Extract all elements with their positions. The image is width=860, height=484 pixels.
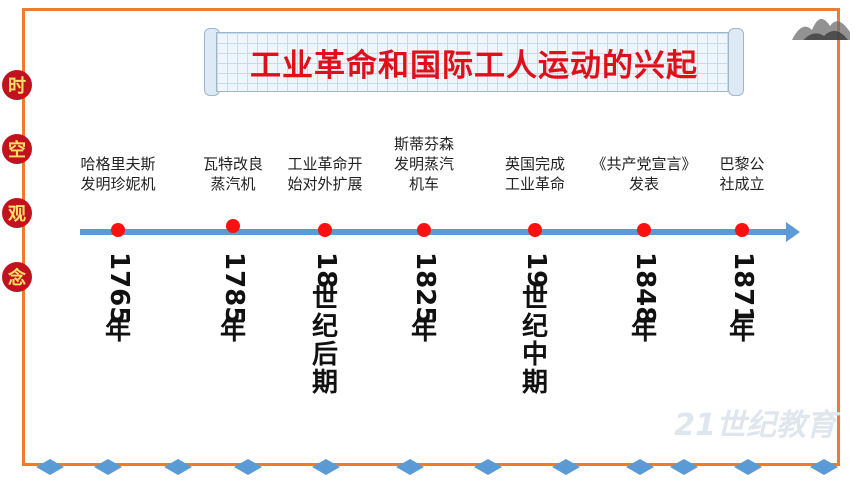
- event-date-char: 年: [105, 316, 132, 346]
- diamond-decoration: [94, 459, 122, 475]
- event-description-line: 《共产党宣言》: [591, 155, 697, 173]
- scroll-paper: [216, 32, 734, 92]
- event-description: 瓦特改良蒸汽机: [168, 154, 298, 194]
- event-date-number: 18: [311, 252, 341, 289]
- timeline-dot: [417, 223, 431, 237]
- event-description: 斯蒂芬森发明蒸汽机车: [359, 134, 489, 194]
- scroll-curl-right: [728, 28, 744, 96]
- event-description: 《共产党宣言》发表: [579, 154, 709, 194]
- event-description: 巴黎公社成立: [677, 154, 807, 194]
- diamond-decoration: [474, 459, 502, 475]
- event-description-line: 瓦特改良: [202, 155, 263, 173]
- timeline-dot: [637, 223, 651, 237]
- event-date-number: 1825: [410, 252, 440, 325]
- bottom-decoration: [22, 458, 840, 478]
- side-char: 时: [2, 70, 32, 100]
- diamond-decoration: [36, 459, 64, 475]
- event-date-char: 年: [411, 316, 438, 346]
- diamond-decoration: [810, 459, 838, 475]
- event-date-char: 期: [522, 368, 549, 398]
- event-date-char: 中: [522, 340, 549, 370]
- event-date-char: 后: [312, 340, 339, 370]
- event-date-char: 年: [631, 316, 658, 346]
- event-description-line: 英国完成: [504, 155, 565, 173]
- event-description-line: 社成立: [719, 175, 765, 193]
- event-description-line: 机车: [408, 175, 439, 193]
- side-char: 观: [2, 198, 32, 228]
- event-description-line: 发明珍妮机: [80, 175, 156, 193]
- event-date-char: 世: [522, 284, 549, 314]
- event-description: 英国完成工业革命: [470, 154, 600, 194]
- diamond-decoration: [626, 459, 654, 475]
- side-char: 空: [2, 134, 32, 164]
- event-description-line: 始对外扩展: [287, 175, 363, 193]
- event-date-number: 19: [521, 252, 551, 289]
- timeline-dot: [111, 223, 125, 237]
- event-date-char: 年: [729, 316, 756, 346]
- event-date-char: 期: [312, 368, 339, 398]
- event-description-line: 工业革命: [504, 175, 565, 193]
- event-description-line: 发表: [628, 175, 659, 193]
- timeline-dot: [528, 223, 542, 237]
- diamond-decoration: [396, 459, 424, 475]
- event-date-char: 纪: [522, 312, 549, 342]
- slide-frame: [22, 8, 840, 466]
- diamond-decoration: [164, 459, 192, 475]
- event-date-char: 年: [220, 316, 247, 346]
- watermark-logo: 21世纪教育: [674, 408, 836, 443]
- diamond-decoration: [734, 459, 762, 475]
- timeline-axis: [80, 229, 788, 235]
- diamond-decoration: [670, 459, 698, 475]
- timeline-arrow-icon: [786, 222, 800, 242]
- diamond-decoration: [312, 459, 340, 475]
- page-title: 工业革命和国际工人运动的兴起: [250, 48, 698, 84]
- event-description-line: 斯蒂芬森: [393, 135, 454, 153]
- event-description-line: 哈格里夫斯: [80, 155, 156, 173]
- event-date-number: 1765: [104, 252, 134, 325]
- event-description-line: 巴黎公: [719, 155, 765, 173]
- event-date-number: 1871: [728, 252, 758, 325]
- event-date-char: 世: [312, 284, 339, 314]
- title-scroll: 工业革命和国际工人运动的兴起: [204, 28, 744, 96]
- diamond-decoration: [552, 459, 580, 475]
- timeline-dot: [735, 223, 749, 237]
- event-description: 工业革命开始对外扩展: [260, 154, 390, 194]
- event-date-number: 1848: [630, 252, 660, 325]
- side-char: 念: [2, 262, 32, 292]
- diamond-decoration: [234, 459, 262, 475]
- ink-painting-icon: [792, 19, 850, 40]
- event-description: 哈格里夫斯发明珍妮机: [53, 154, 183, 194]
- side-label: 时 空 观 念: [2, 70, 36, 326]
- event-description-line: 发明蒸汽: [393, 155, 454, 173]
- timeline-dot: [318, 223, 332, 237]
- event-description-line: 蒸汽机: [210, 175, 256, 193]
- event-description-line: 工业革命开: [287, 155, 363, 173]
- event-date-number: 1785: [219, 252, 249, 325]
- event-date-char: 纪: [312, 312, 339, 342]
- timeline-dot: [226, 219, 240, 233]
